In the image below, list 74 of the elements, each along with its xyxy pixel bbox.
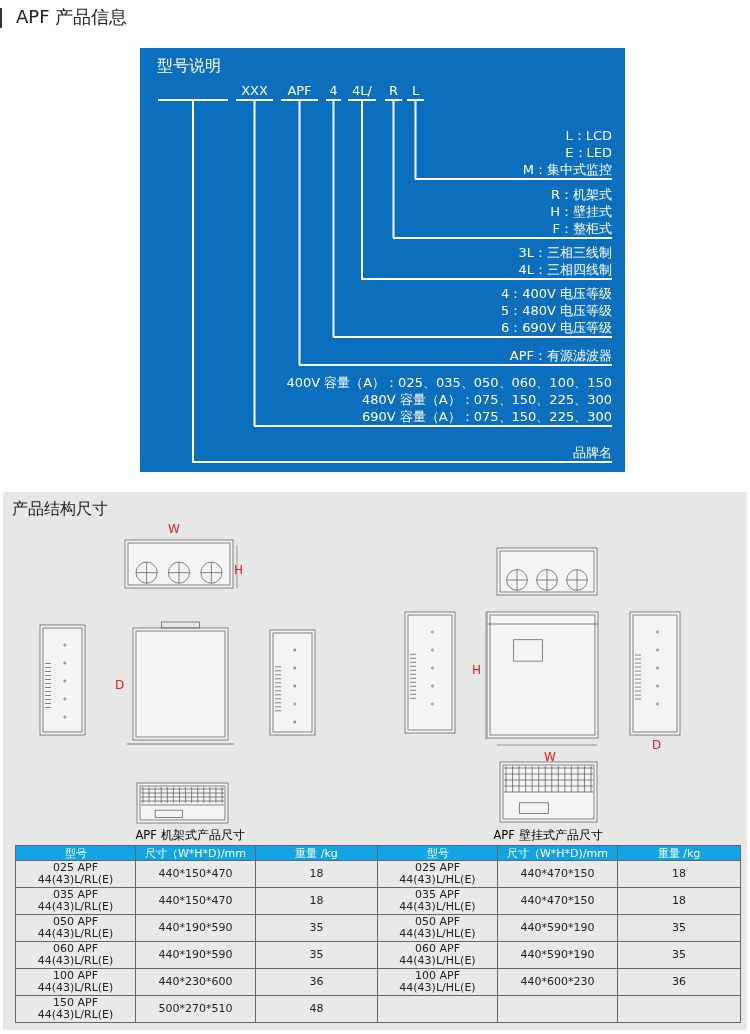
description-text: 480V 容量（A）：075、150、225、300 bbox=[362, 391, 612, 408]
description-text: H：壁挂式 bbox=[550, 203, 612, 220]
table-cell: 035 APF 44(43)L/HL(E) bbox=[377, 887, 498, 915]
drawing-caption: APF 壁挂式产品尺寸 bbox=[492, 828, 604, 843]
table-cell: 440*600*230 bbox=[497, 968, 618, 996]
table-cell: 18 bbox=[255, 887, 378, 915]
leader-line bbox=[332, 100, 335, 338]
table-cell: 035 APF 44(43)L/RL(E) bbox=[15, 887, 136, 915]
description-text: 4：400V 电压等级 bbox=[500, 285, 612, 302]
description-text: APF：有源滤波器 bbox=[509, 347, 612, 364]
table-cell: 440*150*470 bbox=[135, 860, 256, 888]
dimension-label: H bbox=[234, 563, 244, 577]
table-cell: 18 bbox=[617, 860, 741, 888]
description-text: 4L：三相四线制 bbox=[518, 261, 612, 278]
leader-line bbox=[192, 100, 194, 463]
leader-line bbox=[392, 100, 395, 239]
code-segment: APF bbox=[281, 82, 318, 101]
description-text: 400V 容量（A）：025、035、050、060、100、150 bbox=[286, 374, 612, 391]
code-segment: L bbox=[407, 82, 424, 101]
table-cell: 35 bbox=[255, 914, 378, 942]
table-cell: 440*590*190 bbox=[497, 914, 618, 942]
table-cell: 18 bbox=[255, 860, 378, 888]
leader-line bbox=[253, 100, 256, 427]
description-text: 品牌名 bbox=[573, 444, 612, 461]
table-cell: 440*230*600 bbox=[135, 968, 256, 996]
table-cell: 050 APF 44(43)L/RL(E) bbox=[15, 914, 136, 942]
table-cell: 36 bbox=[617, 968, 741, 996]
table-cell: 025 APF 44(43)L/RL(E) bbox=[15, 860, 136, 888]
table-cell: 48 bbox=[255, 995, 378, 1023]
table-cell: 060 APF 44(43)L/HL(E) bbox=[377, 941, 498, 969]
description-text: F：整柜式 bbox=[552, 220, 612, 237]
description-text: E：LED bbox=[565, 144, 612, 161]
table-cell: 100 APF 44(43)L/RL(E) bbox=[15, 968, 136, 996]
dimension-label: D bbox=[652, 738, 662, 752]
code-segment: R bbox=[385, 82, 402, 101]
table-cell: 150 APF 44(43)L/RL(E) bbox=[15, 995, 136, 1023]
dimension-label: H bbox=[472, 663, 482, 677]
description-text: 3L：三相三线制 bbox=[518, 244, 612, 261]
table-cell: 025 APF 44(43)L/HL(E) bbox=[377, 860, 498, 888]
section-heading: 产品结构尺寸 bbox=[12, 499, 108, 520]
table-cell: 440*150*470 bbox=[135, 887, 256, 915]
drawing-caption: APF 机架式产品尺寸 bbox=[134, 828, 246, 843]
table-cell: 35 bbox=[617, 914, 741, 942]
leader-line bbox=[298, 100, 301, 366]
table-cell: 060 APF 44(43)L/RL(E) bbox=[15, 941, 136, 969]
table-cell: 440*190*590 bbox=[135, 914, 256, 942]
description-text: R：机架式 bbox=[550, 186, 612, 203]
code-segment: 4 bbox=[326, 82, 341, 101]
description-text: 5：480V 电压等级 bbox=[500, 302, 612, 319]
table-cell: 440*590*190 bbox=[497, 941, 618, 969]
table-cell: 440*190*590 bbox=[135, 941, 256, 969]
panel-heading: 型号说明 bbox=[157, 56, 221, 77]
description-text: L：LCD bbox=[565, 127, 612, 144]
description-text: 690V 容量（A）：075、150、225、300 bbox=[362, 408, 612, 425]
code-segment: XXX bbox=[236, 82, 273, 101]
leader-line bbox=[361, 100, 363, 280]
table-cell: 440*470*150 bbox=[497, 860, 618, 888]
table-cell: 050 APF 44(43)L/HL(E) bbox=[377, 914, 498, 942]
code-segment: 4L/ bbox=[348, 82, 376, 101]
leader-line bbox=[414, 100, 417, 180]
dimension-label: W bbox=[544, 750, 556, 764]
description-text: 6：690V 电压等级 bbox=[500, 319, 612, 336]
dimension-label: W bbox=[168, 522, 180, 536]
page-title: APF 产品信息 bbox=[16, 5, 128, 29]
table-cell: 36 bbox=[255, 968, 378, 996]
table-cell: 18 bbox=[617, 887, 741, 915]
table-cell: 500*270*510 bbox=[135, 995, 256, 1023]
info-panel bbox=[140, 48, 625, 472]
table-cell: 100 APF 44(43)L/HL(E) bbox=[377, 968, 498, 996]
dimension-label: D bbox=[115, 678, 125, 692]
description-text: M：集中式监控 bbox=[522, 161, 612, 178]
table-cell: 35 bbox=[255, 941, 378, 969]
table-cell: 440*470*150 bbox=[497, 887, 618, 915]
table-cell: 35 bbox=[617, 941, 741, 969]
